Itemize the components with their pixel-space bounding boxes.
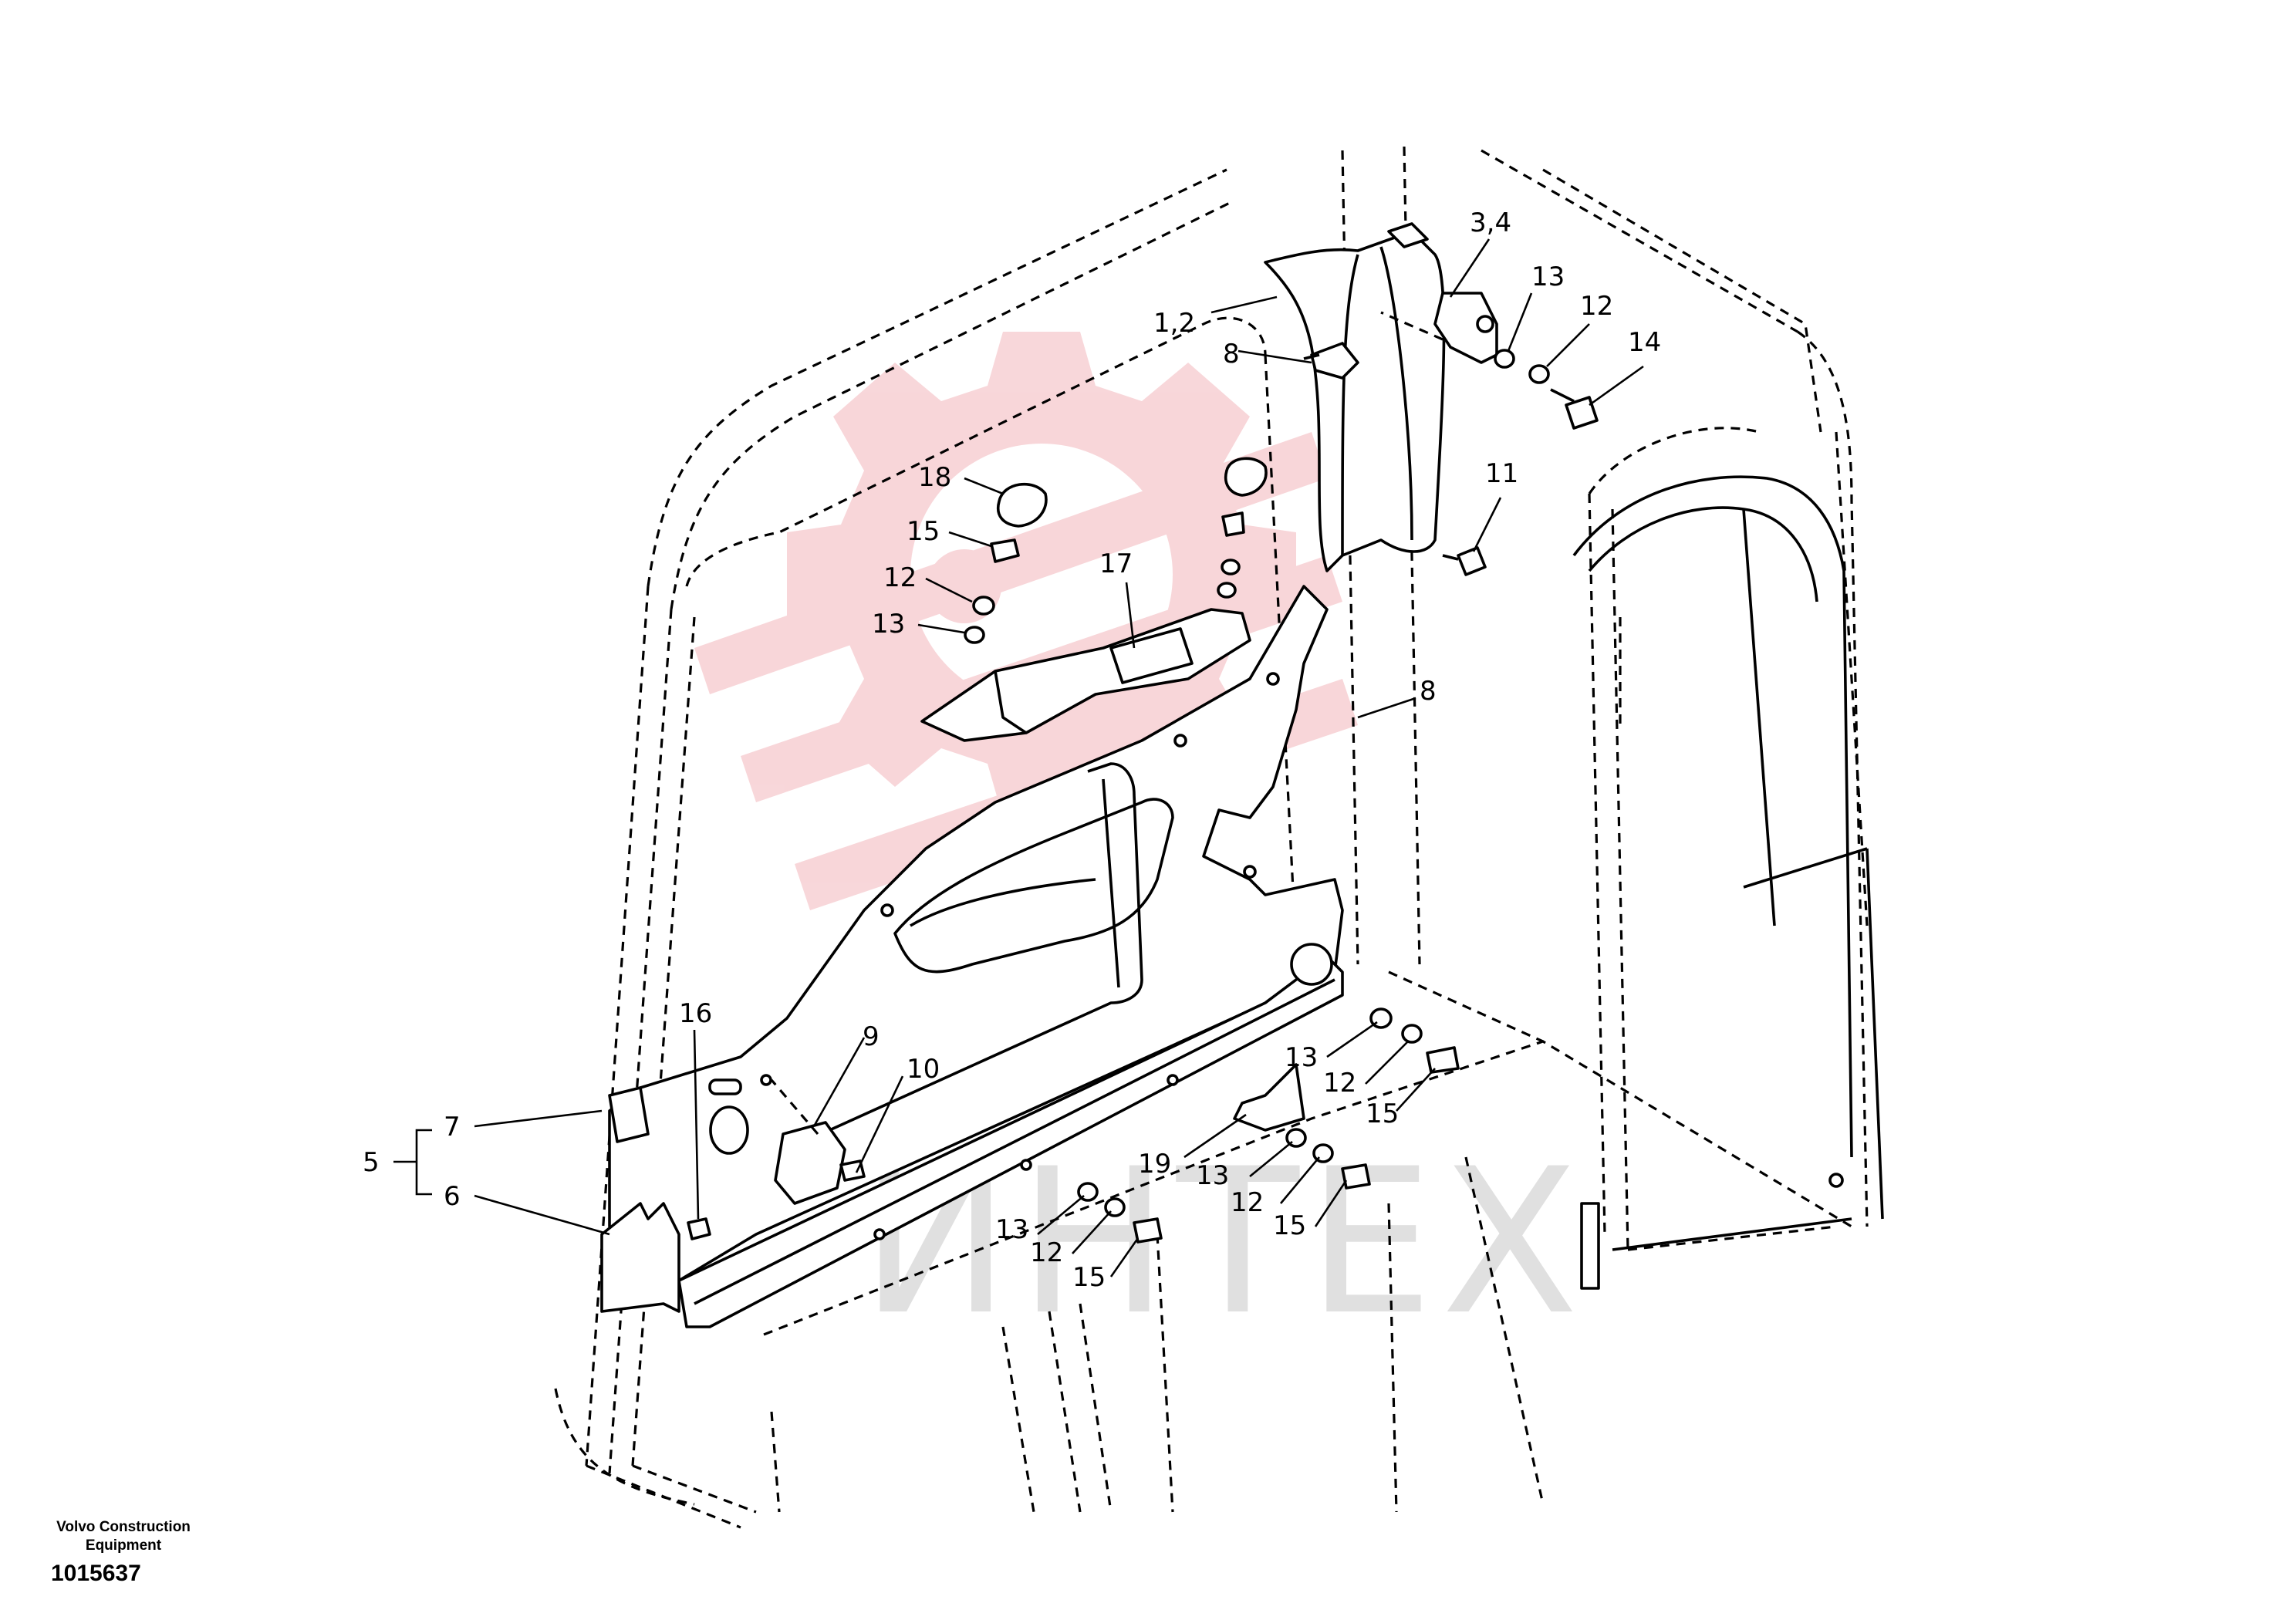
top-bracket-17: [920, 608, 1251, 742]
callout-8-lower: 8: [1420, 676, 1437, 707]
callout-1-2: 1,2: [1153, 308, 1195, 339]
brand-line-2: Equipment: [85, 1537, 162, 1554]
callout-13-mid: 13: [1196, 1160, 1229, 1191]
leader-lines: [393, 238, 1644, 1277]
callout-18: 18: [918, 462, 951, 493]
brand-line-1: Volvo Construction: [56, 1519, 191, 1535]
callout-13-low: 13: [995, 1214, 1028, 1245]
callout-6: 6: [444, 1181, 461, 1212]
document-number: 1015637: [51, 1561, 141, 1586]
callout-7: 7: [444, 1112, 461, 1142]
pad-9: [760, 1074, 866, 1205]
side-trim-panel: [608, 585, 1344, 1328]
callout-15-left: 15: [907, 516, 940, 547]
cap-hardware-left: [964, 457, 1268, 644]
brand-caption: Volvo Construction Equipment: [31, 1518, 216, 1555]
callout-12-left: 12: [883, 562, 917, 593]
callout-15-mid: 15: [1273, 1210, 1306, 1241]
callout-17: 17: [1099, 548, 1133, 579]
callout-15-low: 15: [1072, 1262, 1106, 1293]
callout-13-right: 13: [1285, 1042, 1318, 1073]
callout-13-top: 13: [1531, 262, 1565, 292]
callout-3-4: 3,4: [1470, 208, 1511, 238]
callout-19: 19: [1138, 1149, 1171, 1180]
callout-16: 16: [679, 998, 712, 1029]
knob-16: [687, 1217, 711, 1240]
callout-12-low: 12: [1030, 1237, 1063, 1268]
end-cap: [600, 1086, 680, 1313]
callout-9: 9: [863, 1021, 880, 1052]
callout-13-left: 13: [872, 609, 905, 640]
callout-12-right: 12: [1323, 1068, 1356, 1099]
callout-10: 10: [907, 1054, 940, 1085]
callouts: 1,2 3,4 5 6 7 8 8 9 10 11 12 12 12 12 12…: [363, 208, 1661, 1293]
bracket-3-4: [1380, 292, 1498, 364]
callout-11: 11: [1485, 458, 1518, 489]
cab-door: [1572, 475, 1884, 1290]
callout-8-upper: 8: [1223, 339, 1240, 370]
callout-5: 5: [363, 1147, 380, 1178]
callout-15-right: 15: [1366, 1099, 1399, 1129]
callout-12-top: 12: [1580, 291, 1613, 322]
callout-14: 14: [1628, 327, 1661, 358]
pillar-trim: [1264, 222, 1446, 572]
callout-12-mid: 12: [1231, 1187, 1264, 1218]
